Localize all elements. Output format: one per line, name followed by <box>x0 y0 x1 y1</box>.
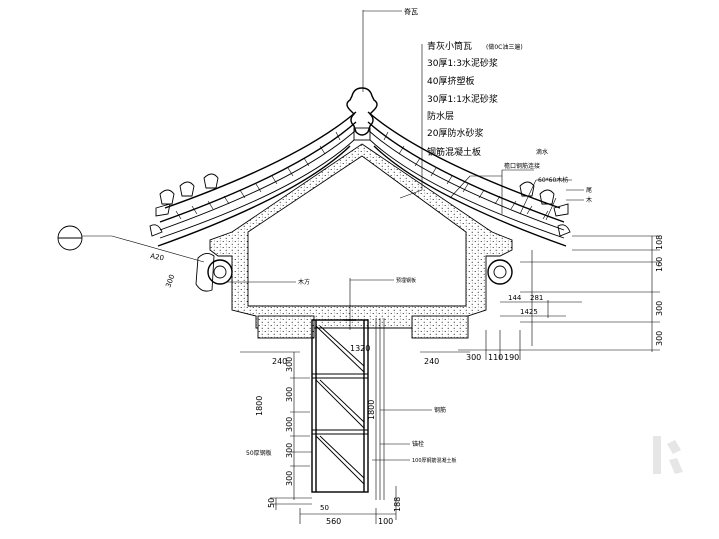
label-tail: 尾 <box>586 187 592 194</box>
label-anchor: 锚栓 <box>412 440 424 448</box>
layer-2: 40厚挤塑板 <box>427 75 474 87</box>
layer-0-note: (做0C油三遍) <box>486 43 523 51</box>
label-weld: 100厚钢筋混凝土板 <box>412 457 457 464</box>
label-gutter: 檐口钢筋连接 <box>504 162 540 170</box>
dim-bottom-1: 560 <box>326 517 341 526</box>
label-embed: 预埋钢板 <box>396 277 416 284</box>
callout-a20: A20 <box>150 252 165 262</box>
layer-6: 钢筋混凝土板 <box>427 146 481 158</box>
dim-left-1: 300 <box>285 387 294 402</box>
dim-left-2: 300 <box>285 417 294 432</box>
dim-under-1: 110 <box>488 353 503 362</box>
dims-right <box>458 235 660 360</box>
part-labels: 滴水 檐口钢筋连接 60*60木枋 尾 木 木方 预埋钢板 钢筋 锚栓 100厚… <box>150 148 592 464</box>
layer-5: 20厚防水砂浆 <box>427 127 483 139</box>
dim-right-2: 300 <box>655 301 664 316</box>
label-wood: 木 <box>586 196 592 204</box>
dim-mid-1: 240 <box>272 357 287 366</box>
dim-bottom-3: 50 <box>320 504 329 512</box>
column-truss <box>311 278 381 500</box>
ridge-ornament <box>346 10 402 141</box>
dim-col-0: 1800 <box>367 400 376 420</box>
dim-left-3: 300 <box>285 443 294 458</box>
concrete-shell <box>195 143 513 339</box>
detail-callout <box>57 225 205 263</box>
dims-left <box>240 318 470 524</box>
label-timber: 60*60木枋 <box>538 176 568 184</box>
dim-under-0: 300 <box>466 353 481 362</box>
dim-right-1: 160 <box>655 257 664 272</box>
dim-mid-0: 1320 <box>350 344 370 353</box>
label-wall: 50厚钢板 <box>246 449 272 457</box>
roof-tiles-right <box>367 111 571 247</box>
layer-3: 30厚1:1水泥砂浆 <box>427 93 498 105</box>
dim-bottom-2: 100 <box>378 517 393 526</box>
label-drip: 滴水 <box>536 148 548 156</box>
roof-tiles-left <box>149 111 357 247</box>
layer-notes: 脊瓦 青灰小筒瓦 (做0C油三遍) 30厚1:3水泥砂浆 40厚挤塑板 30厚1… <box>404 7 523 158</box>
layer-leaders <box>226 44 584 461</box>
dimension-text: 108 160 300 300 144 281 1425 300 110 190… <box>255 235 664 526</box>
dim-right-0: 108 <box>655 235 664 250</box>
dim-left-0: 300 <box>285 357 294 372</box>
dim-under-2: 190 <box>504 353 519 362</box>
dim-eave-0: 144 <box>508 294 522 302</box>
label-rebar: 钢筋 <box>434 406 446 414</box>
dim-eave-2: 1425 <box>520 308 538 316</box>
dim-bottom-4: 188 <box>393 497 402 512</box>
callout-300: 300 <box>164 273 176 288</box>
dim-mid-2: 240 <box>424 357 439 366</box>
dim-eave-1: 281 <box>530 294 543 302</box>
dim-left-4: 1800 <box>255 396 264 416</box>
layer-4: 防水层 <box>427 110 454 122</box>
dim-bottom-0: 50 <box>267 498 276 508</box>
layer-0: 青灰小筒瓦 <box>427 40 472 52</box>
layer-1: 30厚1:3水泥砂浆 <box>427 57 498 69</box>
ridge-label: 脊瓦 <box>404 7 418 16</box>
watermark-logo <box>653 436 683 474</box>
label-square-wood: 木方 <box>298 278 310 286</box>
dim-right-3: 300 <box>655 331 664 346</box>
dim-left-5: 300 <box>285 471 294 486</box>
